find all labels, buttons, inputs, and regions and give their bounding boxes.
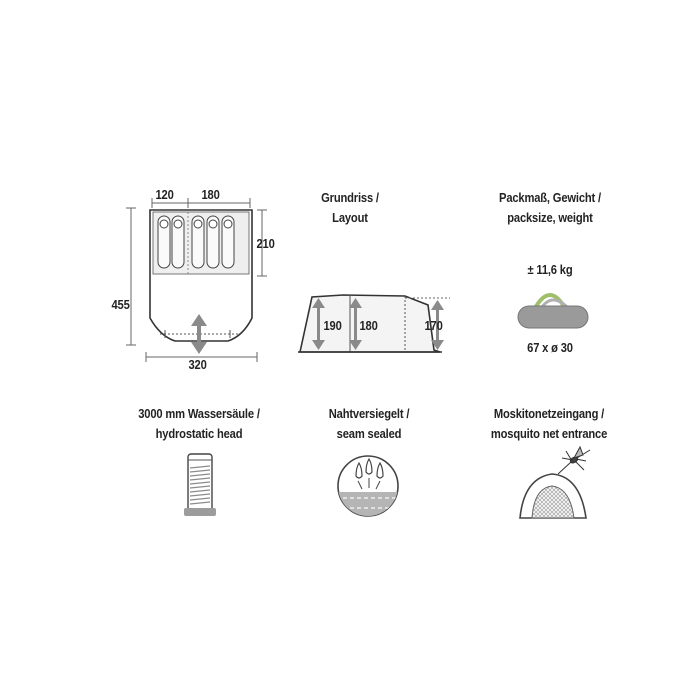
layout-title-line1: Grundriss / [321,190,379,205]
layout-title-line2: Layout [332,210,368,225]
raindrop-icons [355,457,384,479]
height-170-label: 170 [424,318,443,333]
sleeping-bag-icon [206,215,220,269]
hydro-title-line2: hydrostatic head [155,426,243,441]
hydro-title-line1: 3000 mm Wassersäule / [138,406,260,421]
mosquito-icon [557,445,591,475]
bag-body [517,305,589,329]
pack-title: Packmaß, Gewicht / packsize, weight [464,188,636,228]
seam-title-line1: Nahtversiegelt / [328,406,410,421]
dim-455-label: 455 [111,297,130,312]
pack-title-line2: packsize, weight [507,210,593,225]
net-door [531,485,575,519]
entrance-arrow-icon [191,314,207,354]
pack-title-line1: Packmaß, Gewicht / [499,190,601,205]
mosquito-title-line2: mosquito net entrance [490,426,608,441]
hydro-title: 3000 mm Wassersäule / hydrostatic head [113,404,285,444]
side-view-diagram [298,294,450,353]
seam-title-line2: seam sealed [336,426,402,441]
layout-title: Grundriss / Layout [264,188,436,228]
dim-180-label: 180 [201,187,220,202]
sleeping-bag-icon [191,215,205,269]
height-190-label: 190 [323,318,342,333]
mosquito-title: Moskitonetzeingang / mosquito net entran… [463,404,635,444]
sleeping-bag-icon [171,215,185,269]
sleeping-bag-icon [221,215,235,269]
dim-320-label: 320 [188,357,207,372]
dim-120-label: 120 [155,187,174,202]
water-column-icon [184,453,216,516]
mosquito-title-line1: Moskitonetzeingang / [493,406,605,421]
seam-sealed-icon [337,455,399,517]
sleeping-bags [157,215,235,269]
dim-210-label: 210 [256,236,275,251]
packsize-label: 67 x ø 30 [527,340,573,355]
packbag-icon [517,293,589,329]
height-arrows [312,298,444,350]
seam-title: Nahtversiegelt / seam sealed [283,404,455,444]
weight-label: ± 11,6 kg [527,262,573,277]
height-180-label: 180 [359,318,378,333]
mosquito-net-icon [519,445,591,519]
sleeping-bag-icon [157,215,171,269]
floorplan-diagram [126,198,267,362]
